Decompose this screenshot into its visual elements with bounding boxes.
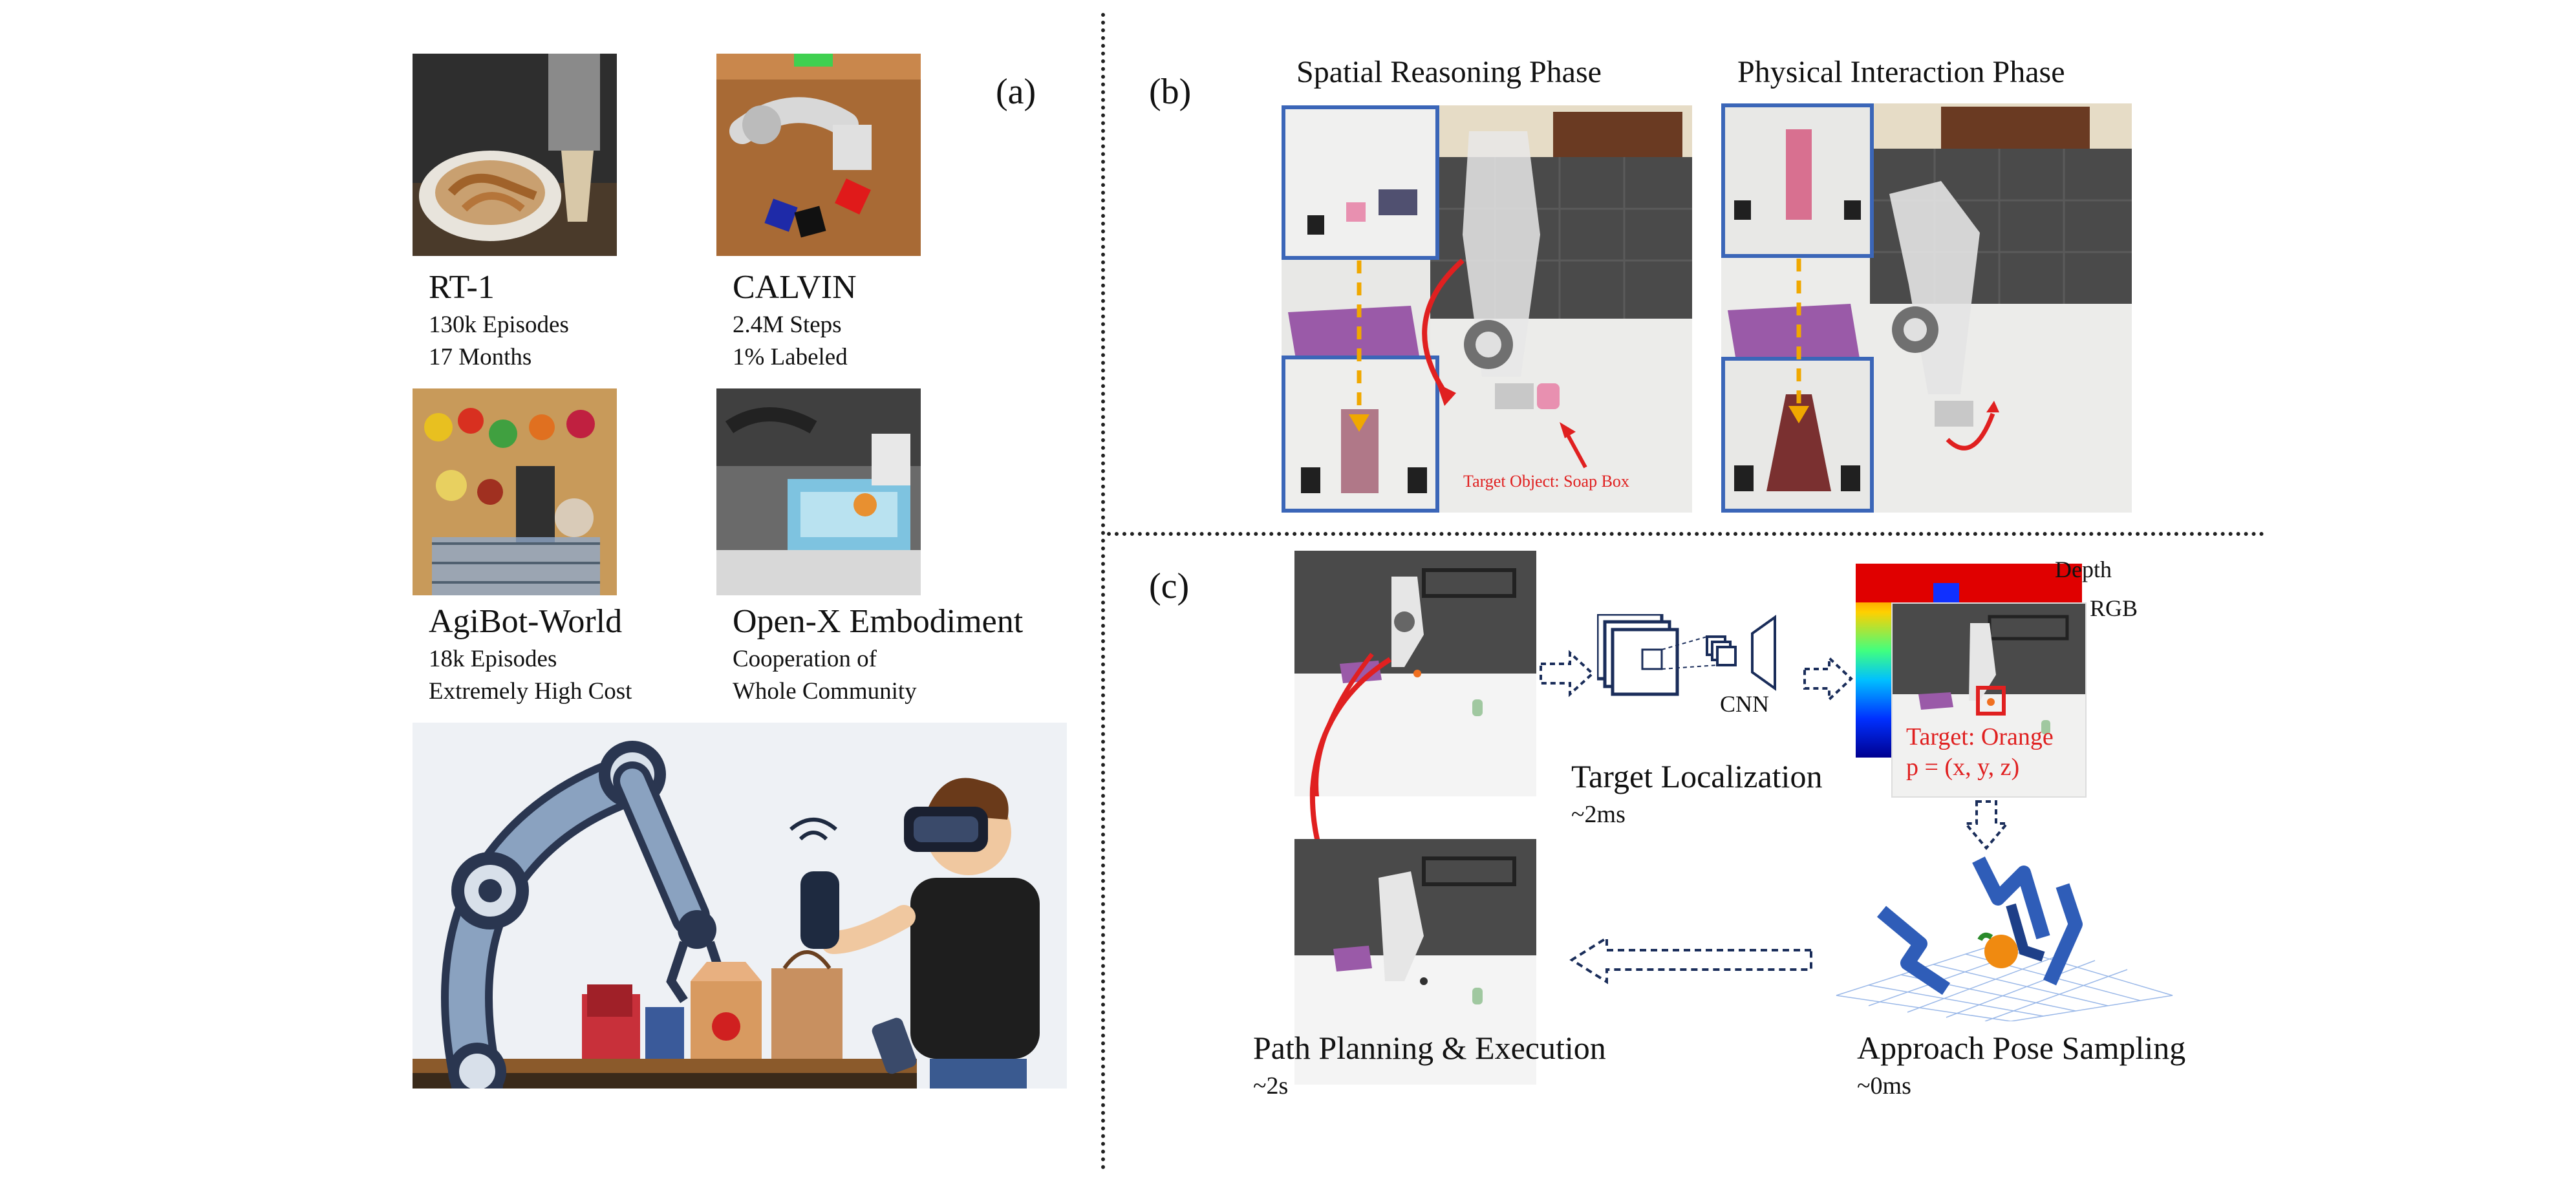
cnn-label: CNN bbox=[1720, 691, 1770, 717]
step-time-localization: ~2ms bbox=[1571, 801, 1626, 828]
target-orange-label: Target: Orange bbox=[1906, 723, 2054, 750]
phase-title-physical: Physical Interaction Phase bbox=[1737, 55, 2065, 89]
flow-arrow-to-cnn bbox=[1540, 650, 1594, 697]
calvin-image bbox=[716, 54, 921, 256]
teleoperation-illustration bbox=[413, 723, 1067, 1089]
vertical-divider bbox=[1101, 13, 1105, 1170]
dataset-name-rt1: RT-1 bbox=[429, 269, 495, 306]
step-title-localization: Target Localization bbox=[1571, 758, 1823, 794]
step-title-planning: Path Planning & Execution bbox=[1253, 1030, 1606, 1066]
depth-label: Depth bbox=[2055, 557, 2112, 582]
rt1-image bbox=[413, 54, 617, 256]
dataset-name-calvin: CALVIN bbox=[733, 269, 857, 306]
rgb-image bbox=[1891, 602, 2087, 798]
agibot-image bbox=[413, 388, 617, 595]
openx-image bbox=[716, 388, 921, 595]
spatial-reasoning-scene bbox=[1282, 105, 1692, 513]
scene-execution bbox=[1294, 839, 1536, 1085]
dataset-name-openx: Open-X Embodiment bbox=[733, 603, 1024, 640]
step-time-planning: ~2s bbox=[1253, 1072, 1289, 1099]
flow-arrow-to-depth bbox=[1803, 655, 1853, 703]
target-position-label: p = (x, y, z) bbox=[1906, 754, 2020, 781]
phase-title-spatial: Spatial Reasoning Phase bbox=[1296, 55, 1602, 89]
scene-initial bbox=[1294, 551, 1536, 796]
cnn-icon bbox=[1597, 614, 1776, 696]
step-title-sampling: Approach Pose Sampling bbox=[1857, 1030, 2186, 1066]
step-time-sampling: ~0ms bbox=[1857, 1072, 1911, 1099]
panel-c-label: (c) bbox=[1149, 566, 1190, 606]
rgb-label: RGB bbox=[2090, 595, 2138, 621]
flow-arrow-to-planning bbox=[1569, 935, 1812, 984]
panel-a-label: (a) bbox=[996, 72, 1036, 112]
target-object-note: Target Object: Soap Box bbox=[1463, 472, 1629, 491]
grasp-pose-visual bbox=[1836, 856, 2173, 1021]
panel-b-label: (b) bbox=[1149, 72, 1192, 112]
dataset-name-agibot: AgiBot-World bbox=[429, 603, 623, 640]
flow-arrow-to-sampling bbox=[1962, 800, 2010, 851]
horizontal-divider bbox=[1107, 532, 2264, 536]
physical-interaction-scene bbox=[1721, 103, 2132, 513]
